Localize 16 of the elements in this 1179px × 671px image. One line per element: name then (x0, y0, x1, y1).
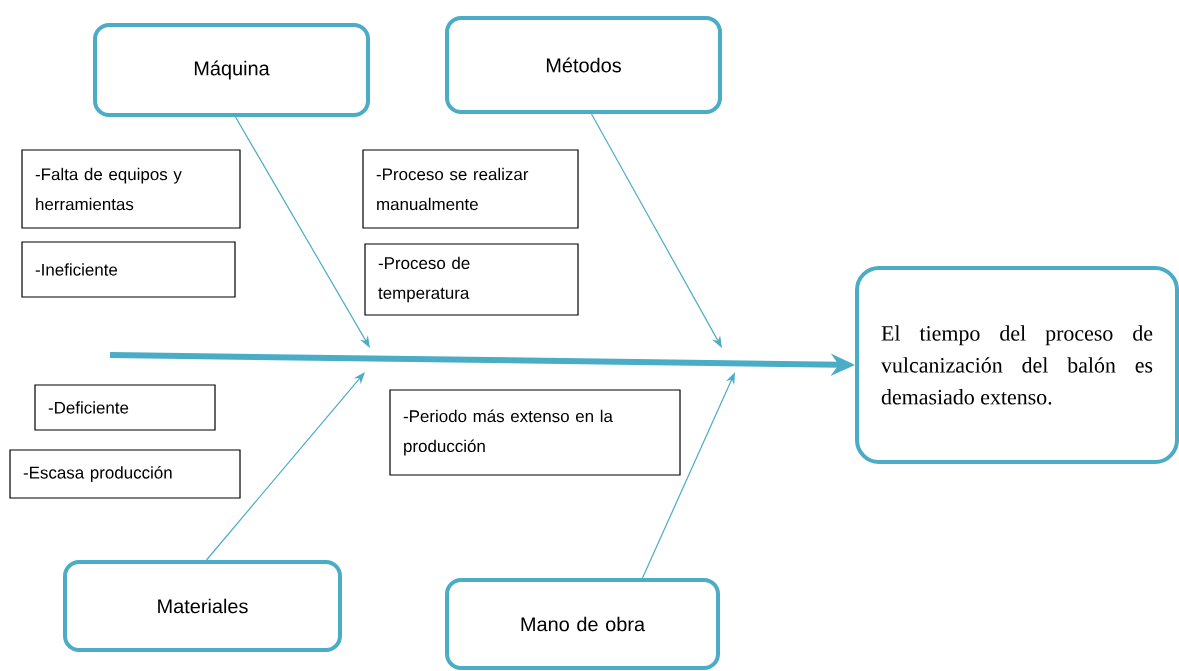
category-box: Materiales (63, 560, 342, 652)
arrow (234, 116, 370, 348)
cause-box: -Escasa producción (9, 449, 241, 499)
effect-box: El tiempo del proceso de vulcanización del balón es demasiado extenso. (855, 266, 1179, 464)
cause-box: -Ineficiente (21, 241, 236, 298)
cause-box: -Falta de equipos y herramientas (21, 149, 241, 229)
category-box: Mano de obra (445, 578, 720, 670)
category-box: Máquina (93, 23, 370, 117)
arrow (205, 372, 365, 561)
arrow (590, 113, 722, 348)
cause-box: -Deficiente (34, 384, 216, 431)
arrow (641, 372, 735, 579)
cause-box: -Proceso de temperatura (364, 243, 579, 316)
cause-box: -Periodo más extenso en la producción (389, 389, 681, 476)
category-box: Métodos (445, 16, 722, 114)
cause-box: -Proceso se realizar manualmente (362, 149, 579, 229)
